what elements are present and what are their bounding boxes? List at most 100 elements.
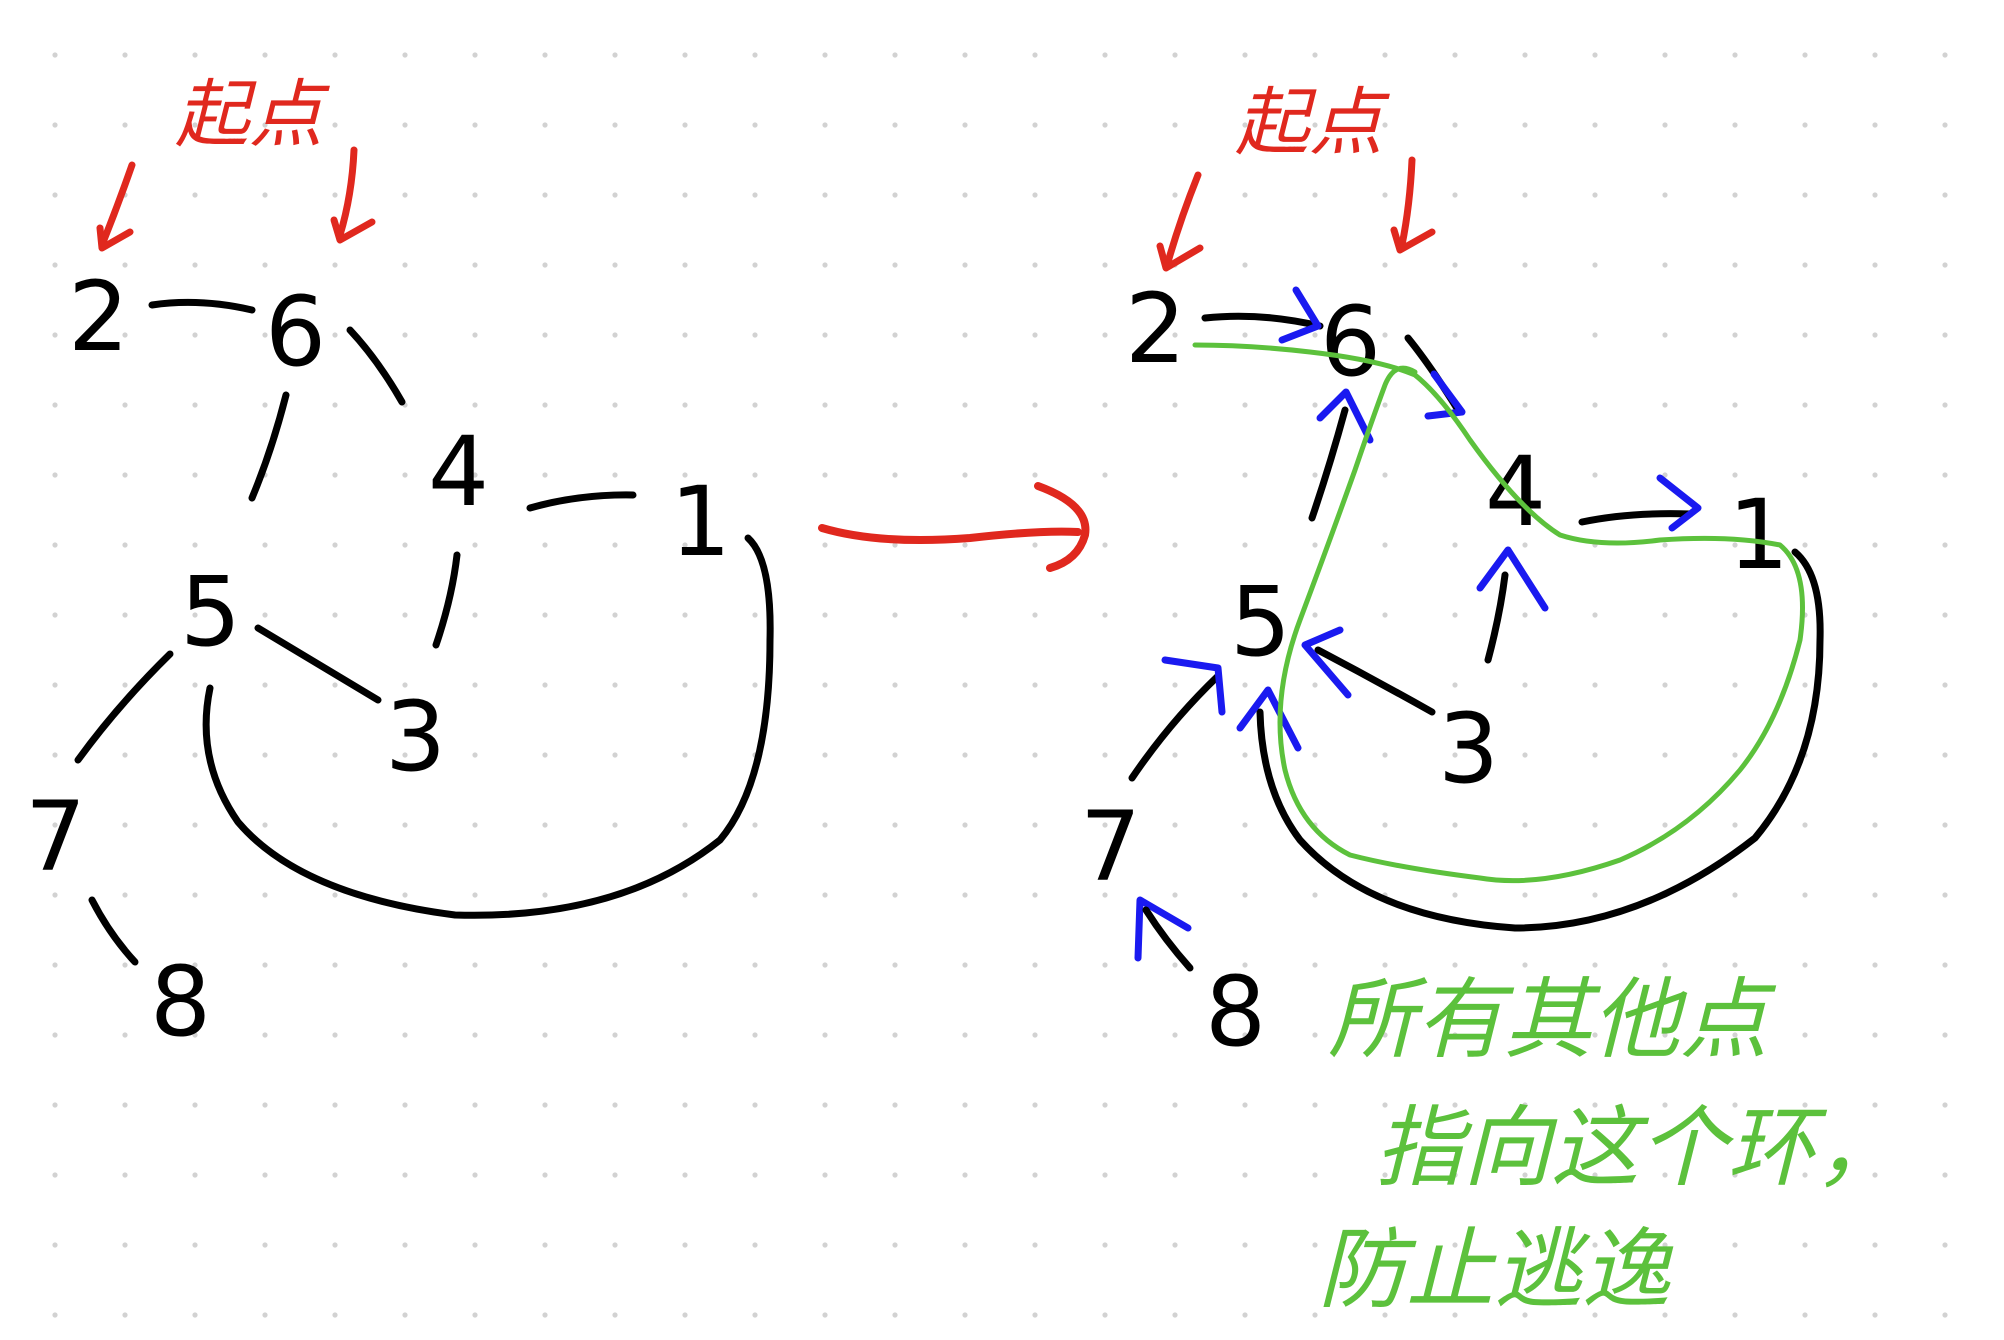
grid-dot	[472, 402, 478, 408]
grid-dot	[1522, 122, 1528, 128]
grid-dot	[332, 1032, 338, 1038]
grid-dot	[892, 262, 898, 268]
arrowhead-3-to-5	[1301, 626, 1352, 699]
left-edge-5-7	[74, 650, 174, 764]
grid-dot	[472, 1032, 478, 1038]
grid-dot	[1312, 52, 1318, 58]
grid-dot	[1382, 752, 1388, 758]
grid-dot	[1872, 52, 1878, 58]
grid-dot	[752, 1032, 758, 1038]
grid-dot	[1942, 402, 1948, 408]
grid-dot	[1382, 122, 1388, 128]
grid-dot	[962, 1172, 968, 1178]
grid-dot	[1662, 472, 1668, 478]
grid-dot	[1312, 262, 1318, 268]
grid-dot	[1592, 892, 1598, 898]
grid-dot	[52, 262, 58, 268]
grid-dot	[1802, 402, 1808, 408]
grid-dot	[192, 1102, 198, 1108]
grid-dot	[1592, 1312, 1598, 1318]
grid-dot	[1732, 472, 1738, 478]
grid-dot	[1662, 332, 1668, 338]
grid-dot	[332, 1102, 338, 1108]
right-edge-3-4	[1484, 571, 1509, 664]
left-graph: 起点 2 6 4 1 5 3 7 8	[25, 72, 774, 1058]
grid-dot	[1242, 52, 1248, 58]
grid-dot	[892, 332, 898, 338]
grid-dot	[822, 752, 828, 758]
left-edge-5-3	[254, 624, 382, 704]
grid-dot	[122, 1242, 128, 1248]
grid-dot	[472, 1242, 478, 1248]
grid-dot	[1172, 682, 1178, 688]
grid-dot	[1872, 1312, 1878, 1318]
grid-dot	[822, 332, 828, 338]
grid-dot	[682, 1172, 688, 1178]
grid-dot	[472, 262, 478, 268]
left-node-5: 5	[180, 556, 241, 668]
grid-dot	[962, 752, 968, 758]
grid-dot	[472, 822, 478, 828]
grid-dot	[1172, 1102, 1178, 1108]
grid-dot	[472, 122, 478, 128]
grid-dot	[52, 682, 58, 688]
grid-dot	[1102, 892, 1108, 898]
grid-dot	[52, 52, 58, 58]
right-node-4: 4	[1485, 436, 1546, 548]
grid-dot	[1802, 682, 1808, 688]
grid-dot	[892, 682, 898, 688]
grid-dot	[962, 612, 968, 618]
grid-dot	[402, 1102, 408, 1108]
grid-dot	[892, 192, 898, 198]
grid-dot	[682, 262, 688, 268]
grid-dot	[612, 262, 618, 268]
grid-dot	[262, 402, 268, 408]
grid-dot	[892, 612, 898, 618]
grid-dot	[1942, 332, 1948, 338]
grid-dot	[1172, 192, 1178, 198]
grid-dot	[1802, 1102, 1808, 1108]
grid-dot	[1522, 1172, 1528, 1178]
grid-dot	[192, 332, 198, 338]
grid-dot	[262, 542, 268, 548]
grid-dot	[1662, 1312, 1668, 1318]
grid-dot	[892, 892, 898, 898]
grid-dot	[1102, 52, 1108, 58]
grid-dot	[122, 122, 128, 128]
grid-dot	[262, 1172, 268, 1178]
grid-dot	[332, 892, 338, 898]
grid-dot	[1872, 1032, 1878, 1038]
grid-dot	[962, 332, 968, 338]
grid-dot	[1522, 612, 1528, 618]
grid-dot	[1172, 52, 1178, 58]
grid-dot	[1802, 1242, 1808, 1248]
grid-dot	[1382, 1102, 1388, 1108]
grid-dot	[542, 752, 548, 758]
grid-dot	[1382, 52, 1388, 58]
grid-dot	[822, 402, 828, 408]
right-start-arrow-to-2	[1164, 171, 1202, 266]
grid-dot	[1172, 1242, 1178, 1248]
grid-dot	[52, 1312, 58, 1318]
grid-dot	[1732, 262, 1738, 268]
left-start-arrow-to-6	[336, 146, 358, 239]
grid-dot	[1032, 192, 1038, 198]
grid-dot	[1242, 542, 1248, 548]
right-start-arrowhead-6	[1390, 226, 1436, 254]
grid-dot	[1662, 612, 1668, 618]
grid-dot	[682, 472, 688, 478]
grid-dot	[542, 122, 548, 128]
grid-dot	[52, 1032, 58, 1038]
grid-dot	[1382, 1032, 1388, 1038]
arrowhead-8-to-7	[1134, 896, 1192, 962]
grid-dot	[262, 1102, 268, 1108]
grid-dot	[1662, 822, 1668, 828]
grid-dot	[332, 402, 338, 408]
left-start-arrowhead-6	[330, 216, 376, 244]
grid-dot	[1802, 122, 1808, 128]
grid-dot	[1732, 402, 1738, 408]
grid-dot	[1312, 612, 1318, 618]
grid-dot	[1662, 122, 1668, 128]
grid-dot	[612, 192, 618, 198]
left-edge-5-1-loop	[202, 534, 774, 919]
